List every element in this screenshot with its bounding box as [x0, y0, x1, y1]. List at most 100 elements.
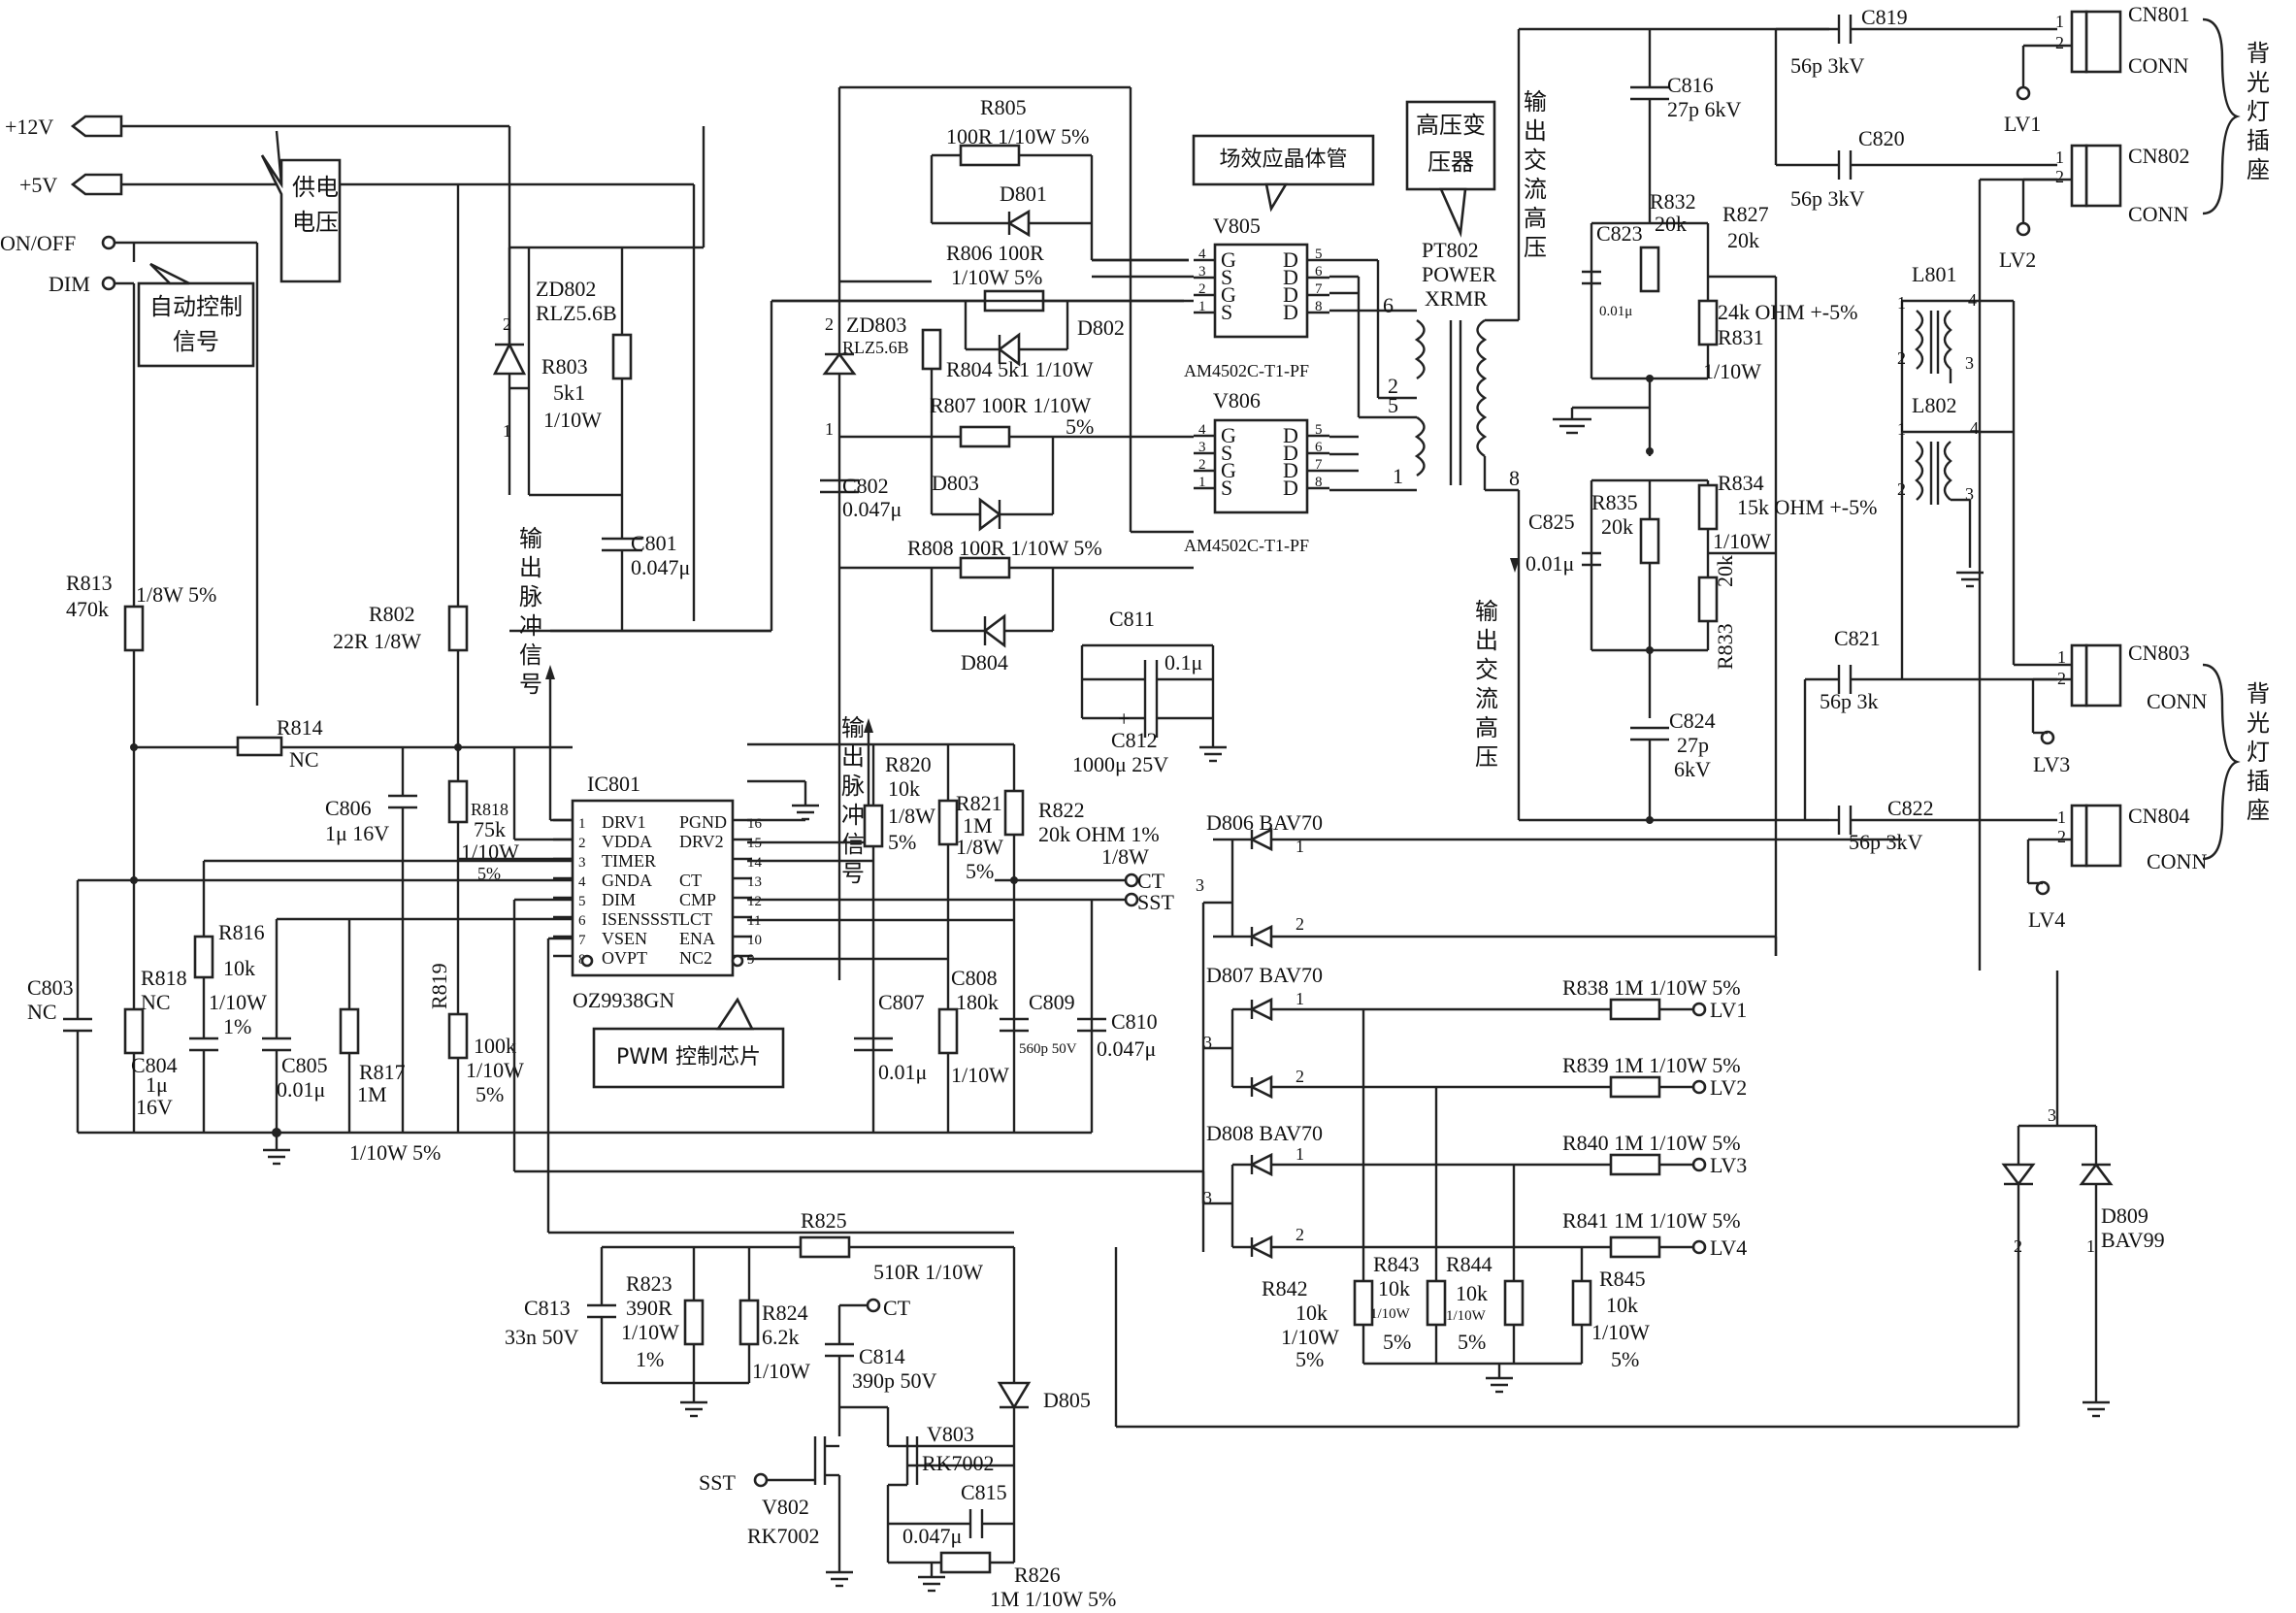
ct2-label: CT — [883, 1296, 911, 1320]
svg-text:3: 3 — [1196, 875, 1204, 895]
c811-val: 0.1μ — [1164, 650, 1202, 675]
c823-ref: C823 — [1596, 221, 1643, 246]
cn804-conn: CONN — [2147, 849, 2207, 873]
r842-val2: 1/10W — [1281, 1325, 1339, 1349]
r807-ref: R807 100R 1/10W — [930, 393, 1091, 417]
svg-text:1: 1 — [1393, 464, 1403, 488]
c816-val: 27p 6kV — [1667, 97, 1742, 121]
r832-val: 20k — [1655, 212, 1687, 236]
v805-pinnum-l1: 3 — [1198, 264, 1206, 280]
v806-pin-d2: D — [1283, 458, 1298, 482]
c825-val: 0.01μ — [1525, 551, 1574, 576]
r804-label: R804 5k1 1/10W — [946, 357, 1094, 381]
sst-terminal-label: SST — [1137, 890, 1174, 914]
c821-ref: C821 — [1834, 626, 1881, 650]
r820-val: 10k — [888, 776, 920, 801]
r824-val: 6.2k — [762, 1325, 800, 1349]
r831-val2: 1/10W — [1703, 359, 1761, 383]
c807-ref: C807 — [878, 990, 925, 1014]
svg-text:2: 2 — [825, 314, 834, 334]
r816-val3: 1% — [223, 1014, 251, 1038]
r818b-ref: R818 — [141, 966, 187, 990]
r845-val3: 5% — [1611, 1347, 1639, 1371]
svg-text:1: 1 — [503, 421, 511, 441]
r813-val2: 1/8W 5% — [136, 582, 216, 607]
ic-pin-4-name: GNDA — [602, 871, 652, 890]
c815-val: 0.047μ — [902, 1524, 962, 1548]
r814-ref: R814 — [277, 715, 323, 740]
r845-val: 10k — [1606, 1293, 1638, 1317]
c813-ref: C813 — [524, 1296, 571, 1320]
c824-val: 27p — [1677, 733, 1709, 757]
r814-val: NC — [289, 747, 319, 772]
r845-val2: 1/10W — [1591, 1320, 1650, 1344]
v806-pinnum-l1: 3 — [1198, 440, 1206, 455]
label-5v: +5V — [19, 173, 57, 197]
lv1-sense-label: LV1 — [1710, 998, 1747, 1022]
d809-protect: 3 2 1 D809 BAV99 — [1114, 971, 2165, 1429]
ic-pin-9-name: NC2 — [679, 948, 712, 968]
ic-pin-3-num: 3 — [578, 855, 586, 871]
l801-ref: L801 — [1912, 262, 1956, 286]
ic-pin-13-name: CT — [679, 871, 702, 890]
v806-part: AM4502C-T1-PF — [1184, 536, 1309, 555]
svg-text:2: 2 — [2057, 827, 2066, 846]
ic-periphery-right: R820 10k 1/8W 5% C807 0.01μ R821 1M 1/8W… — [747, 742, 1174, 1133]
svg-text:1: 1 — [1897, 419, 1906, 439]
r834-val: 15k OHM +-5% — [1737, 495, 1877, 519]
v805-pinnum-r2: 7 — [1315, 281, 1323, 297]
r822-ref: R822 — [1038, 798, 1085, 822]
pt802-line1: POWER — [1422, 262, 1496, 286]
c806-val: 1μ 16V — [325, 821, 389, 845]
svg-text:3: 3 — [1203, 1188, 1212, 1207]
c805-ref: C805 — [281, 1053, 328, 1077]
r807-val: 5% — [1066, 414, 1094, 439]
r816-val: 10k — [223, 956, 255, 980]
r823-val: 390R — [626, 1296, 672, 1320]
r806-val: 1/10W 5% — [951, 265, 1042, 289]
r817-val: 1M — [357, 1082, 387, 1106]
r818b-val: NC — [141, 990, 171, 1014]
r813-ref: R813 — [66, 571, 113, 595]
r820-val2: 1/8W — [888, 804, 935, 828]
backlight-socket-note-top: 背光灯插座 — [2247, 40, 2270, 183]
r842-ref: R842 — [1262, 1276, 1308, 1300]
v806-ref: V806 — [1213, 388, 1261, 412]
output-connectors: C819 56p 3kV C820 56p 3kV 1 2 LV1 CN801 … — [1774, 2, 2270, 971]
v805-pinnum-l0: 4 — [1198, 247, 1206, 262]
svg-text:+: + — [1118, 707, 1130, 731]
v806-pinnum-l2: 2 — [1198, 457, 1206, 473]
input-terminals: +12V +5V ON/OFF DIM 供电电压 自动控制信号 — [0, 115, 696, 1133]
d804-label: D804 — [961, 650, 1008, 675]
c804-ref: C804 — [131, 1053, 178, 1077]
svg-text:1: 1 — [1296, 1144, 1304, 1164]
r844-ref: R844 — [1446, 1252, 1492, 1276]
d806-ref: D806 BAV70 — [1206, 810, 1323, 835]
c812-val: 1000μ 25V — [1072, 752, 1168, 776]
v805-pinnum-l2: 2 — [1198, 281, 1206, 297]
r832-ref: R832 — [1650, 189, 1696, 214]
r826-ref: R826 — [1014, 1563, 1061, 1587]
pt802-ref: PT802 — [1422, 238, 1479, 262]
svg-text:1: 1 — [2055, 148, 2064, 167]
c815-ref: C815 — [961, 1480, 1007, 1504]
r802-val: 22R 1/8W — [333, 629, 421, 653]
r831-ref: R831 — [1718, 325, 1764, 349]
v806-pinnum-r1: 6 — [1315, 440, 1323, 455]
protection-circuit: R825 510R 1/10W C813 33n 50V R823 390R 1… — [505, 1208, 1116, 1611]
r818a-val: 75k — [474, 817, 506, 841]
c822-val: 56p 3kV — [1849, 830, 1923, 854]
c819-val: 56p 3kV — [1790, 53, 1865, 78]
c801-ref: C801 — [631, 531, 677, 555]
r821-val: 1M — [963, 813, 993, 838]
ic-pin-13-num: 13 — [747, 874, 762, 890]
c807-val: 0.01μ — [878, 1060, 927, 1084]
v806-pin-g0: G — [1221, 423, 1236, 447]
d801-label: D801 — [1000, 181, 1047, 206]
cn803-conn: CONN — [2147, 689, 2207, 713]
ic-pin-5-num: 5 — [578, 894, 586, 909]
r841-label: R841 1M 1/10W 5% — [1562, 1208, 1741, 1233]
v805-pinnum-l3: 1 — [1198, 299, 1206, 314]
c804-val2: 16V — [136, 1095, 173, 1119]
r824-ref: R824 — [762, 1300, 808, 1325]
